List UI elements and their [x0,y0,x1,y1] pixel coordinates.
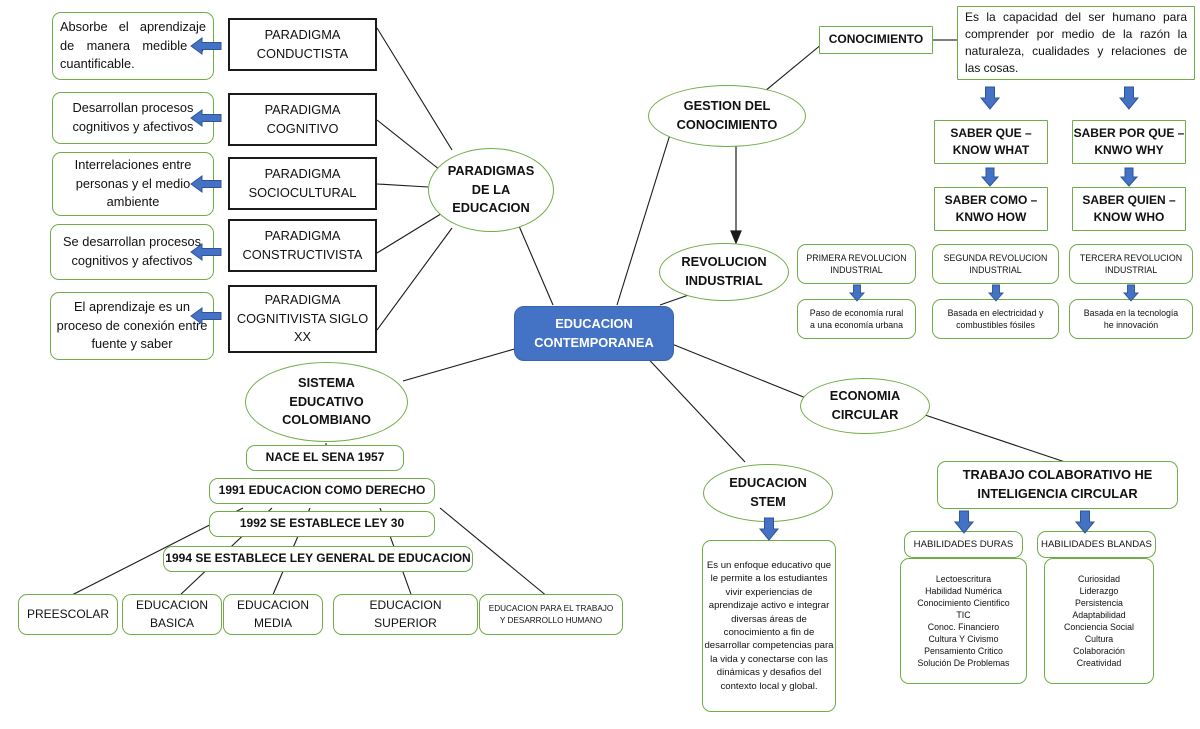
hub-gestion-del-conocimiento[interactable]: GESTION DEL CONOCIMIENTO [648,85,806,147]
timeline-item-sena-1957[interactable]: NACE EL SENA 1957 [246,445,404,471]
revolucion-desc-segunda: Basada en electricidad y combustibles fó… [932,299,1059,339]
node-conocimiento[interactable]: CONOCIMIENTO [819,26,933,54]
paradigm-desc-sociocultural: Interrelaciones entre personas y el medi… [52,152,214,216]
stem-description: Es un enfoque educativo que le permite a… [702,540,836,712]
hub-paradigmas-de-la-educacion[interactable]: PARADIGMAS DE LA EDUCACION [428,148,554,232]
revolucion-title-primera[interactable]: PRIMERA REVOLUCION INDUSTRIAL [797,244,916,284]
arrow-down-stem [756,516,782,542]
paradigm-desc-conductista: Absorbe el aprendizaje de manera medible… [52,12,214,80]
arrow-down-saber-como [979,166,1001,188]
arrow-down-segunda-revolucion [986,283,1006,303]
paradigm-desc-cognitivista: El aprendizaje es un proceso de conexión… [50,292,214,360]
hub-economia-circular[interactable]: ECONOMIA CIRCULAR [800,378,930,434]
node-saber-como-know-how[interactable]: SABER COMO – KNWO HOW [934,187,1048,231]
level-educacion-basica[interactable]: EDUCACION BASICA [122,594,222,635]
habilidades-duras-title[interactable]: HABILIDADES DURAS [904,531,1023,558]
habilidades-blandas-list: Curiosidad Liderazgo Persistencia Adapta… [1044,558,1154,684]
center-node-educacion-contemporanea[interactable]: EDUCACION CONTEMPORANEA [514,306,674,361]
paradigm-desc-cognitivo: Desarrollan procesos cognitivos y afecti… [52,92,214,144]
arrow-down-saber-quien [1118,166,1140,188]
arrow-down-primera-revolucion [847,283,867,303]
revolucion-title-tercera[interactable]: TERCERA REVOLUCION INDUSTRIAL [1069,244,1193,284]
level-educacion-trabajo-desarrollo[interactable]: EDUCACION PARA EL TRABAJO Y DESARROLLO H… [479,594,623,635]
revolucion-title-segunda[interactable]: SEGUNDA REVOLUCION INDUSTRIAL [932,244,1059,284]
arrow-down-habilidades-blandas [1072,509,1098,535]
node-saber-por-que-know-why[interactable]: SABER POR QUE – KNWO WHY [1072,120,1186,164]
timeline-item-1994-ley-general[interactable]: 1994 SE ESTABLECE LEY GENERAL DE EDUCACI… [163,546,473,572]
node-saber-quien-know-who[interactable]: SABER QUIEN – KNOW WHO [1072,187,1186,231]
paradigm-box-constructivista[interactable]: PARADIGMA CONSTRUCTIVISTA [228,219,377,272]
timeline-item-1991-derecho[interactable]: 1991 EDUCACION COMO DERECHO [209,478,435,504]
paradigm-box-cognitivo[interactable]: PARADIGMA COGNITIVO [228,93,377,146]
level-educacion-superior[interactable]: EDUCACION SUPERIOR [333,594,478,635]
arrow-left-cognitivista [189,306,223,326]
revolucion-desc-primera: Paso de economía rural a una economía ur… [797,299,916,339]
hub-sistema-educativo-colombiano[interactable]: SISTEMA EDUCATIVO COLOMBIANO [245,362,408,442]
arrow-left-conductista [189,36,223,56]
level-educacion-media[interactable]: EDUCACION MEDIA [223,594,323,635]
arrow-left-constructivista [189,242,223,262]
habilidades-duras-list: Lectoescritura Habilidad Numérica Conoci… [900,558,1027,684]
arrow-down-tercera-revolucion [1121,283,1141,303]
paradigm-box-sociocultural[interactable]: PARADIGMA SOCIOCULTURAL [228,157,377,210]
arrow-down-habilidades-duras [951,509,977,535]
timeline-item-1992-ley30[interactable]: 1992 SE ESTABLECE LEY 30 [209,511,435,537]
hub-revolucion-industrial[interactable]: REVOLUCION INDUSTRIAL [659,243,789,301]
arrow-down-saber-que [977,85,1003,111]
node-saber-que-know-what[interactable]: SABER QUE – KNOW WHAT [934,120,1048,164]
habilidades-blandas-title[interactable]: HABILIDADES BLANDAS [1037,531,1156,558]
paradigm-box-conductista[interactable]: PARADIGMA CONDUCTISTA [228,18,377,71]
level-preescolar[interactable]: PREESCOLAR [18,594,118,635]
arrow-left-sociocultural [189,174,223,194]
hub-educacion-stem[interactable]: EDUCACION STEM [703,464,833,522]
paradigm-desc-constructivista: Se desarrollan procesos cognitivos y afe… [50,224,214,280]
node-trabajo-colaborativo[interactable]: TRABAJO COLABORATIVO HE INTELIGENCIA CIR… [937,461,1178,509]
arrow-down-saber-por-que [1116,85,1142,111]
arrow-left-cognitivo [189,108,223,128]
paradigm-box-cognitivista[interactable]: PARADIGMA COGNITIVISTA SIGLO XX [228,285,377,353]
conocimiento-definition: Es la capacidad del ser humano para comp… [957,6,1195,80]
revolucion-desc-tercera: Basada en la tecnología he innovación [1069,299,1193,339]
